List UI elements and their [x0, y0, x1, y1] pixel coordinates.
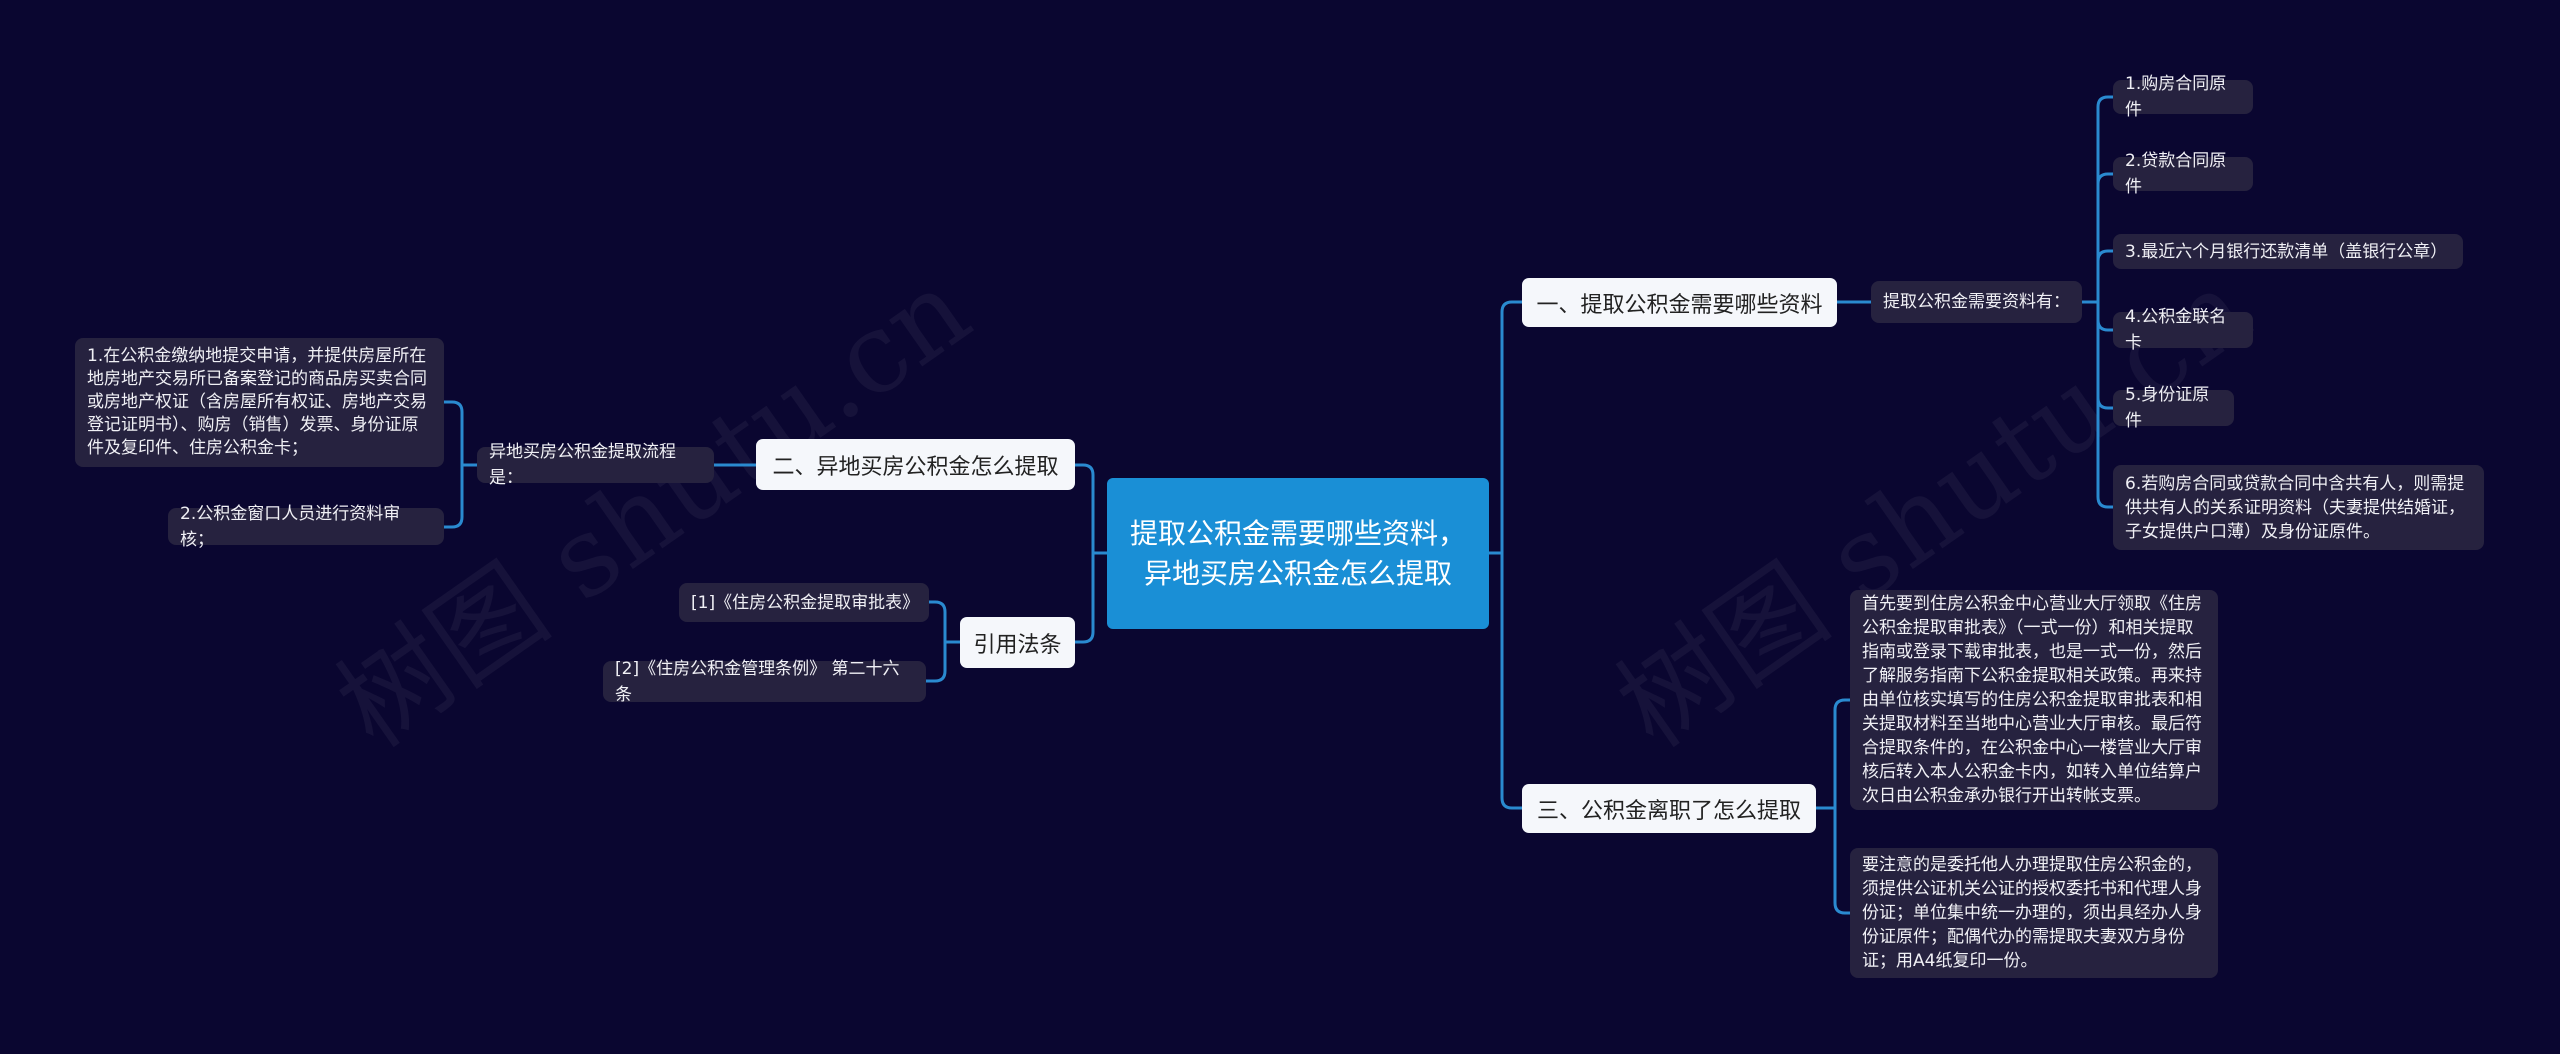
connector: [1075, 551, 1107, 644]
material-item[interactable]: 4.公积金联名卡: [2113, 307, 2253, 353]
material-item[interactable]: 1.购房合同原件: [2113, 74, 2253, 120]
sub-node-materials[interactable]: 提取公积金需要资料有：: [1871, 281, 2082, 323]
material-item[interactable]: 6.若购房合同或贷款合同中含共有人，则需提供共有人的关系证明资料（夫妻提供结婚证…: [2113, 465, 2484, 550]
process-item[interactable]: 2.公积金窗口人员进行资料审核；: [168, 504, 444, 550]
connector: [2096, 172, 2113, 302]
branch-node-remote-purchase[interactable]: 二、异地买房公积金怎么提取: [756, 439, 1075, 490]
branch-node-materials[interactable]: 一、提取公积金需要哪些资料: [1522, 278, 1837, 327]
connector: [1833, 808, 1850, 915]
resign-item[interactable]: 首先要到住房公积金中心营业大厅领取《住房公积金提取审批表》（一式一份）和相关提取…: [1850, 590, 2218, 810]
connector: [2096, 95, 2113, 302]
connector: [2096, 302, 2113, 410]
connector: [926, 640, 960, 683]
connector: [444, 400, 477, 467]
resign-item[interactable]: 要注意的是委托他人办理提取住房公积金的，须提供公证机关公证的授权委托书和代理人身…: [1850, 848, 2218, 978]
material-item[interactable]: 5.身份证原件: [2113, 385, 2234, 431]
connector: [2096, 302, 2113, 332]
process-item[interactable]: 1.在公积金缴纳地提交申请，并提供房屋所在地房地产交易所已备案登记的商品房买卖合…: [75, 338, 444, 467]
connector: [2096, 302, 2113, 509]
root-label: 提取公积金需要哪些资料，异地买房公积金怎么提取: [1129, 516, 1466, 590]
connector: [2096, 249, 2113, 302]
reference-item[interactable]: [1]《住房公积金提取审批表》: [679, 583, 929, 622]
root-node[interactable]: 提取公积金需要哪些资料，异地买房公积金怎么提取: [1107, 478, 1489, 629]
reference-item[interactable]: [2]《住房公积金管理条例》 第二十六条: [603, 659, 926, 705]
connector: [444, 463, 477, 529]
connector: [1489, 300, 1522, 555]
branch-node-resign[interactable]: 三、公积金离职了怎么提取: [1522, 784, 1816, 833]
connector: [929, 600, 960, 644]
sub-node-process[interactable]: 异地买房公积金提取流程是：: [477, 442, 714, 488]
connector: [1075, 463, 1107, 555]
connector: [1489, 551, 1522, 810]
material-item[interactable]: 2.贷款合同原件: [2113, 151, 2253, 197]
branch-node-references[interactable]: 引用法条: [960, 617, 1075, 668]
connector: [1833, 698, 1850, 808]
material-item[interactable]: 3.最近六个月银行还款清单（盖银行公章）: [2113, 234, 2463, 269]
